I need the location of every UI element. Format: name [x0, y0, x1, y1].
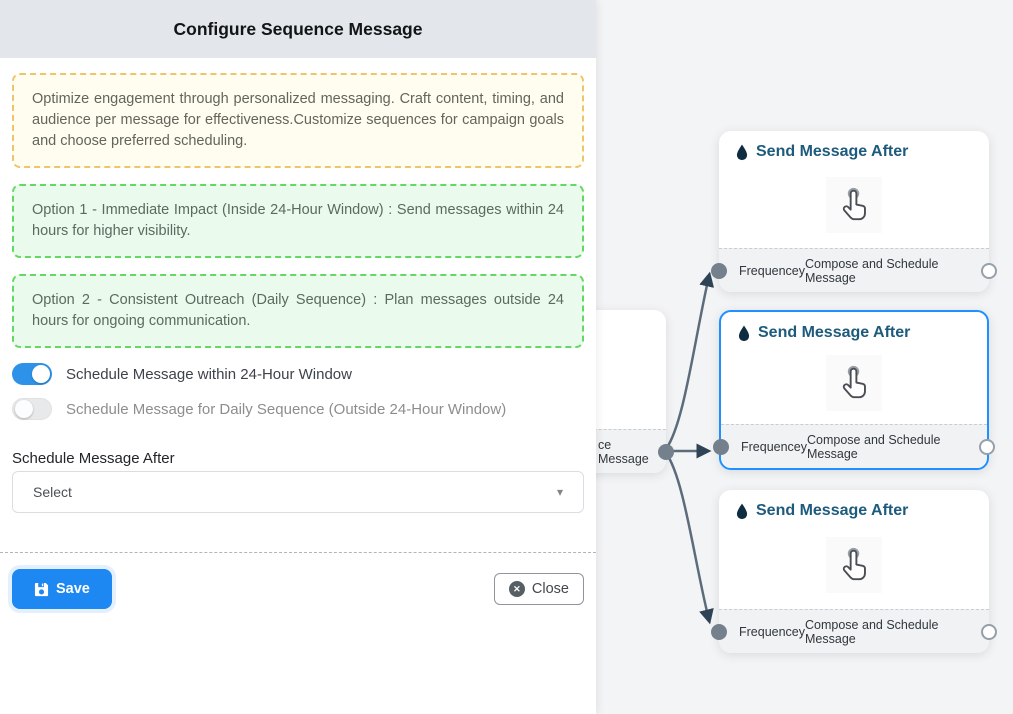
toggle-row-24hour: Schedule Message within 24-Hour Window	[12, 363, 584, 385]
save-button[interactable]: Save	[12, 569, 112, 609]
toggle-row-daily: Schedule Message for Daily Sequence (Out…	[12, 398, 584, 420]
node-input-handle[interactable]	[711, 262, 727, 279]
node-title: Send Message After	[756, 143, 909, 160]
option2-banner: Option 2 - Consistent Outreach (Daily Se…	[12, 274, 584, 348]
drawer-title: Configure Sequence Message	[173, 18, 423, 39]
node-input-handle[interactable]	[711, 623, 727, 640]
node-output-handle[interactable]	[981, 262, 997, 279]
close-button[interactable]: ✕ Close	[493, 573, 584, 605]
footer-divider	[0, 552, 596, 553]
send-message-after-node-2[interactable]: Send Message After Frequencey Compose an…	[713, 310, 995, 470]
select-value: Select	[33, 484, 72, 500]
node-footer: Frequencey Compose and Schedule Message	[713, 424, 995, 468]
node-footer-label: ce Message	[598, 437, 649, 466]
droplet-icon	[735, 144, 749, 161]
node-footer: ce Message	[596, 429, 674, 473]
node-footer: Frequencey Compose and Schedule Message	[711, 248, 997, 292]
node-footer-right-label[interactable]: Compose and Schedule Message	[805, 256, 939, 285]
send-message-after-node-1[interactable]: Send Message After Frequencey Compose an…	[711, 131, 997, 292]
node-footer-right-label[interactable]: Compose and Schedule Message	[805, 617, 939, 646]
source-output-handle[interactable]	[658, 443, 674, 460]
schedule-after-select[interactable]: Select ▾	[12, 471, 584, 513]
node-body	[596, 310, 666, 429]
node-footer-left-label[interactable]: Frequencey	[741, 439, 808, 454]
node-header: Send Message After	[719, 131, 989, 161]
send-message-after-node-3[interactable]: Send Message After Frequencey Compose an…	[711, 490, 997, 653]
toggle-daily-sequence[interactable]	[12, 398, 52, 420]
action-buttons-row: Save ✕ Close	[12, 569, 584, 609]
node-body	[719, 520, 989, 609]
node-header: Send Message After	[721, 312, 987, 342]
close-circle-icon: ✕	[508, 581, 525, 597]
close-button-label: Close	[531, 581, 569, 597]
edge-to-bottom-node	[664, 452, 714, 625]
tap-hand-icon	[826, 355, 882, 411]
caret-down-icon: ▾	[556, 485, 563, 499]
toggle-24hour-window[interactable]	[12, 363, 52, 385]
toggle-24hour-label: Schedule Message within 24-Hour Window	[66, 365, 352, 383]
node-input-handle[interactable]	[713, 438, 729, 455]
toggle-knob	[15, 400, 33, 418]
edge-to-top-node	[664, 271, 714, 450]
option1-banner: Option 1 - Immediate Impact (Inside 24-H…	[12, 184, 584, 258]
droplet-icon	[735, 503, 749, 520]
info-banner: Optimize engagement through personalized…	[12, 73, 584, 168]
toggle-daily-label: Schedule Message for Daily Sequence (Out…	[66, 400, 507, 418]
flow-canvas[interactable]: ce Message Send Message After	[596, 0, 1013, 714]
schedule-after-label: Schedule Message After	[12, 450, 175, 467]
node-output-handle[interactable]	[979, 438, 995, 455]
tap-hand-icon	[826, 536, 882, 593]
droplet-icon	[737, 325, 751, 342]
save-icon	[34, 582, 49, 597]
source-node-partial[interactable]: ce Message	[596, 310, 674, 473]
node-output-handle[interactable]	[981, 623, 997, 640]
node-footer: Frequencey Compose and Schedule Message	[711, 609, 997, 653]
toggle-knob	[32, 365, 50, 383]
node-footer-right-label[interactable]: Compose and Schedule Message	[807, 432, 941, 461]
configure-sequence-drawer: Configure Sequence Message Optimize enga…	[0, 0, 596, 714]
drawer-header: Configure Sequence Message	[0, 0, 596, 58]
node-body	[719, 161, 989, 248]
node-body	[721, 342, 987, 424]
tap-hand-icon	[826, 176, 882, 233]
node-title: Send Message After	[756, 502, 909, 519]
save-button-label: Save	[56, 581, 90, 597]
node-title: Send Message After	[758, 324, 911, 341]
node-header: Send Message After	[719, 490, 989, 520]
node-footer-left-label[interactable]: Frequencey	[739, 624, 806, 639]
node-footer-left-label[interactable]: Frequencey	[739, 263, 806, 278]
